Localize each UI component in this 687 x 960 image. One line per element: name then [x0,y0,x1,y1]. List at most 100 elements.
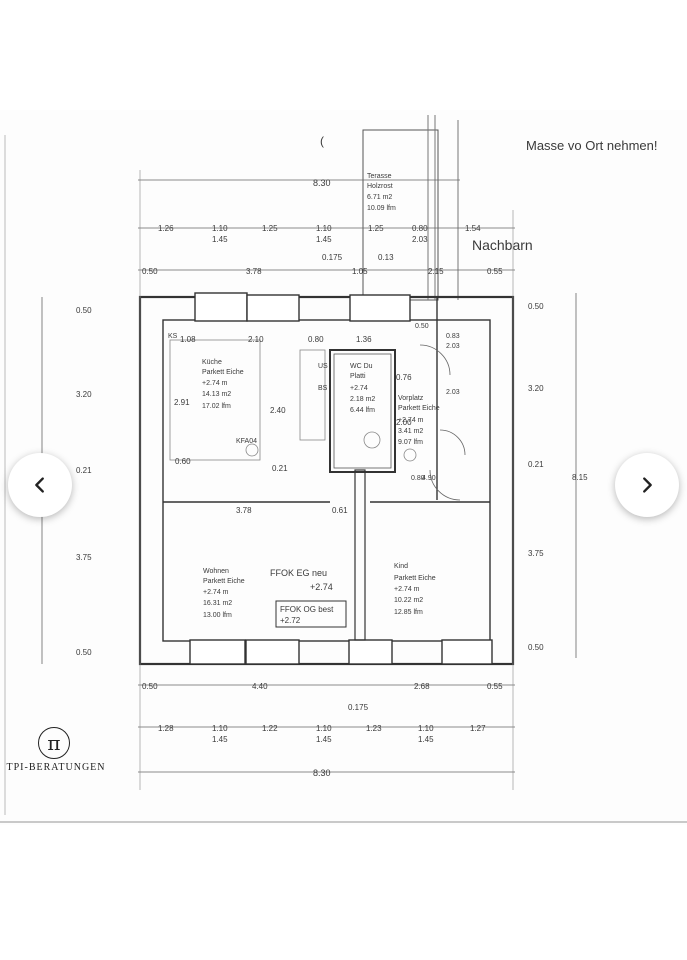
dim-left-3: 0.21 [76,466,92,475]
bath-area: 2.18 m2 [350,396,375,403]
header-note: Masse vo Ort nehmen! [526,138,658,153]
dim-bottom-4: 0.55 [487,682,503,691]
child-name: Kind [394,563,408,570]
dim-int-3: 0.80 [308,335,324,344]
dim-bottom-small: 0.175 [348,703,369,712]
dim-top-6: 0.80 [412,224,428,233]
dim-right-4: 3.75 [528,549,544,558]
pi-logo-icon: π [38,727,70,759]
label-kfa: KFA04 [236,438,257,445]
label-bs: BS [318,385,328,392]
dim-left-4: 3.75 [76,553,92,562]
dim-bottom-1: 0.50 [142,682,158,691]
dim-mid-2: 3.78 [246,267,262,276]
ffok-eg-value: +2.74 [310,582,333,592]
next-image-button[interactable] [615,453,679,517]
dim-left-1: 0.50 [76,306,92,315]
dim-bottom-2: 4.40 [252,682,268,691]
dim-int-16: 0.80 [411,475,425,482]
dim-int-15: 2.03 [446,343,460,350]
dim-int-10: 0.76 [396,373,412,382]
dim-int-9: 0.21 [272,464,288,473]
child-area: 10.22 m2 [394,597,423,604]
terrace-name: Terasse [367,173,392,180]
dim-top-sub-2: 1.45 [316,235,332,244]
dim-mid-3: 1.05 [352,267,368,276]
dim-overall-right: 8.15 [572,473,588,482]
dim-top-5: 1.25 [368,224,384,233]
svg-text:(: ( [320,134,324,148]
chevron-right-icon [643,477,652,493]
hall-perimeter: 9.07 lfm [398,439,423,446]
dim-bottom-sub-1: 1.28 [158,724,174,733]
floor-plan-image: Masse vo Ort nehmen! ( Terasse Holzrost … [0,110,687,825]
hall-name: Vorplatz [398,395,424,402]
kitchen-name: Küche [202,359,222,366]
dim-mid-small-2: 0.13 [378,253,394,262]
dim-top-sub-1: 1.45 [212,235,228,244]
child-floor: Parkett Eiche [394,575,436,582]
bath-floor: Platti [350,373,366,380]
ffok-eg-label: FFOK EG neu [270,568,327,578]
terrace-area: 6.71 m2 [367,194,392,201]
dim-int-1: 1.08 [180,335,196,344]
dim-bottom-sub-4: 1.10 [316,724,332,733]
kitchen-floor: Parkett Eiche [202,369,244,376]
living-name: Wohnen [203,568,229,575]
tpi-logo: π TPI-BERATUNGEN [0,722,112,780]
floor-plan-drawing: Masse vo Ort nehmen! ( Terasse Holzrost … [0,115,687,823]
living-height: +2.74 m [203,589,229,596]
previous-image-button[interactable] [8,453,72,517]
dim-mid-5: 0.55 [487,267,503,276]
dim-bottom-sub-6: 1.10 [418,724,434,733]
dim-int-13: 0.61 [332,506,348,515]
bath-name: WC Du [350,363,373,370]
dim-int-11: 2.00 [396,418,412,427]
kitchen-area: 14.13 m2 [202,391,231,398]
dim-bottom-sub-7: 1.27 [470,724,486,733]
dim-top-1: 1.26 [158,224,174,233]
living-perimeter: 13.00 lfm [203,612,232,619]
dim-int-8: 0.60 [175,457,191,466]
bath-height: +2.74 [350,385,368,392]
label-ks: KS [168,333,178,340]
dim-top-sub-3: 2.03 [412,235,428,244]
dim-int-12: 3.78 [236,506,252,515]
dim-bottom-sub-row-1: 1.45 [212,735,228,744]
dim-top-7: 1.54 [465,224,481,233]
bath-perimeter: 6.44 lfm [350,407,375,414]
dim-mid-1: 0.50 [142,267,158,276]
child-perimeter: 12.85 lfm [394,609,423,616]
living-area: 16.31 m2 [203,600,232,607]
terrace-perimeter: 10.09 lfm [367,205,396,212]
dim-overall-bottom: 8.30 [313,768,331,778]
ffok-og-label: FFOK OG best [280,605,334,614]
dim-top-2: 1.10 [212,224,228,233]
dim-int-18: 2.03 [446,389,460,396]
dim-bottom-sub-3: 1.22 [262,724,278,733]
hall-floor: Parkett Eiche [398,405,440,412]
kitchen-height: +2.74 m [202,380,228,387]
dim-top-3: 1.25 [262,224,278,233]
dim-mid-4: 2.15 [428,267,444,276]
chevron-left-icon [35,477,44,493]
dim-right-2: 3.20 [528,384,544,393]
dim-bottom-3: 2.68 [414,682,430,691]
kitchen-perimeter: 17.02 lfm [202,403,231,410]
dim-int-2: 2.10 [248,335,264,344]
dim-bottom-sub-5: 1.23 [366,724,382,733]
dim-bottom-sub-2: 1.10 [212,724,228,733]
dim-mid-small-1: 0.175 [322,253,343,262]
dim-top-4: 1.10 [316,224,332,233]
dim-int-5: 0.50 [415,323,429,330]
ffok-og-value: +2.72 [280,616,301,625]
dim-left-2: 3.20 [76,390,92,399]
dim-right-1: 0.50 [528,302,544,311]
dim-overall-top: 8.30 [313,178,331,188]
dim-left-5: 0.50 [76,648,92,657]
neighbor-label: Nachbarn [472,237,533,253]
dim-int-6: 2.91 [174,398,190,407]
dim-int-14: 0.83 [446,333,460,340]
hall-height: +2.74 m [398,417,424,424]
